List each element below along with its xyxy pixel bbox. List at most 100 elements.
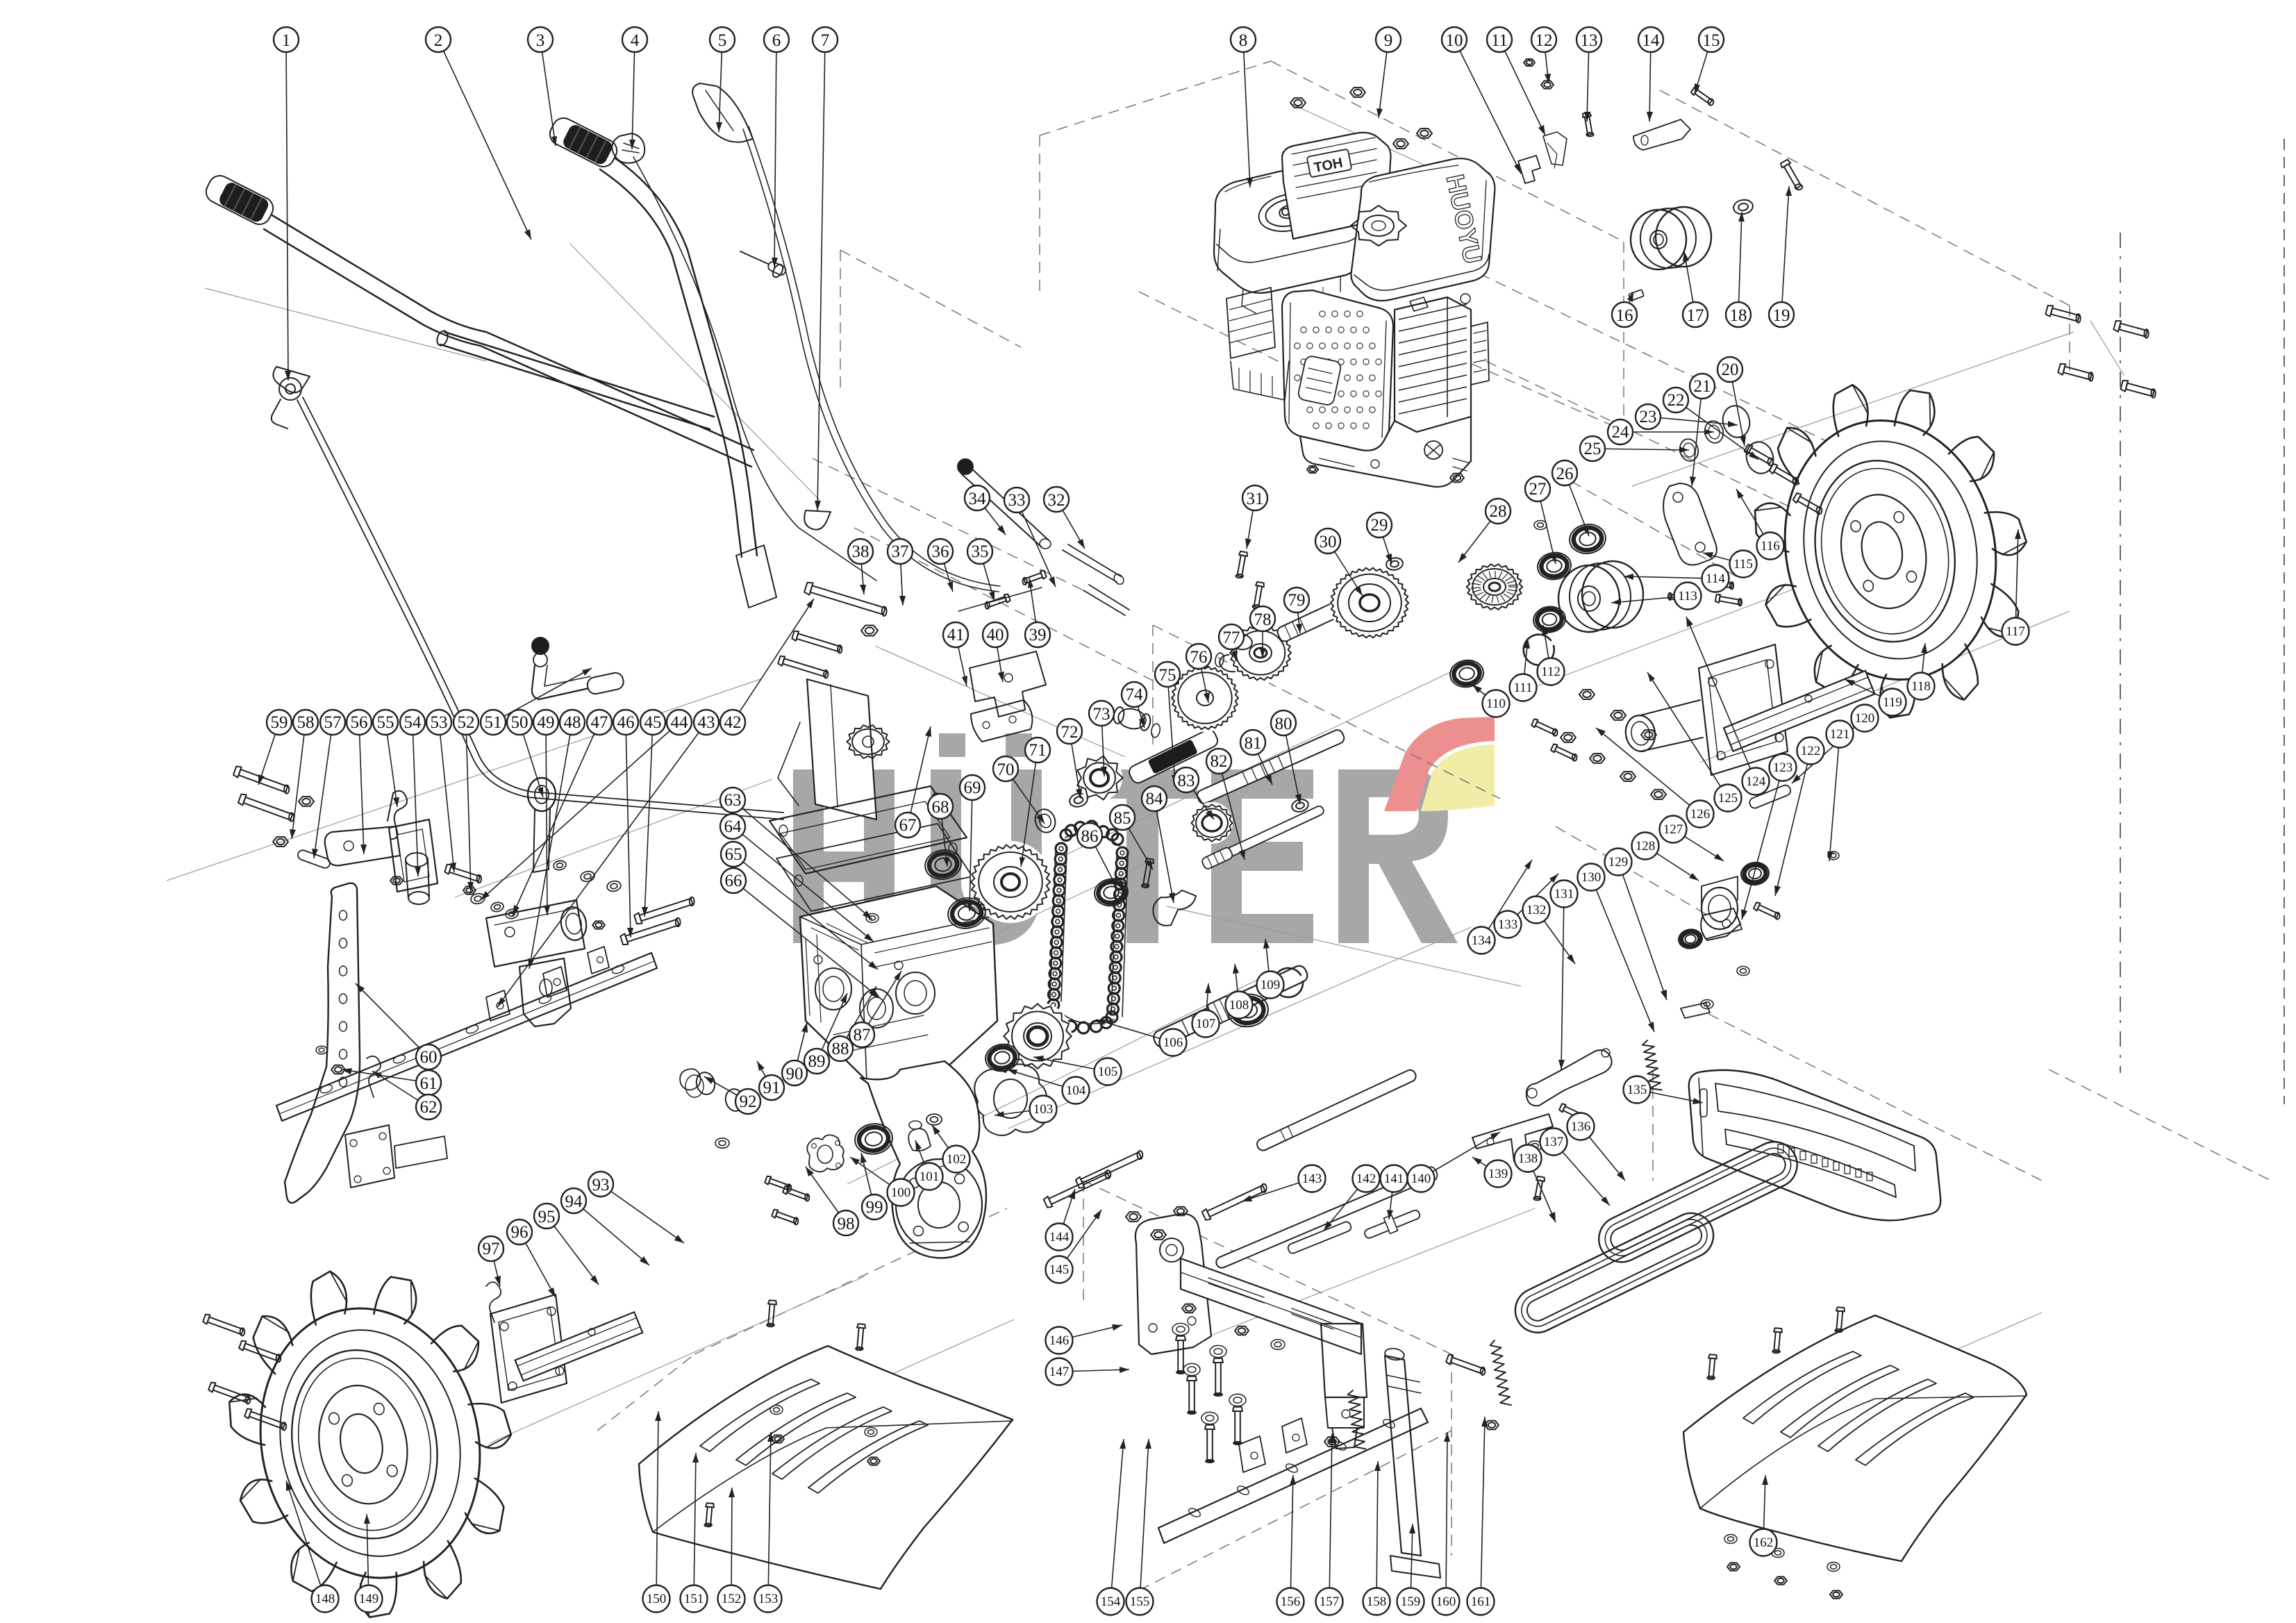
svg-text:25: 25 <box>1584 440 1602 458</box>
svg-text:89: 89 <box>808 1052 826 1071</box>
svg-text:2: 2 <box>434 31 443 50</box>
svg-text:26: 26 <box>1556 465 1574 483</box>
svg-text:78: 78 <box>1254 610 1272 629</box>
svg-text:62: 62 <box>420 1098 438 1117</box>
svg-text:77: 77 <box>1223 629 1240 647</box>
svg-text:6: 6 <box>772 31 781 50</box>
svg-text:135: 135 <box>1627 1083 1647 1097</box>
svg-text:144: 144 <box>1049 1230 1070 1245</box>
svg-text:122: 122 <box>1801 744 1821 758</box>
svg-text:68: 68 <box>932 798 949 817</box>
svg-text:149: 149 <box>359 1592 379 1606</box>
svg-text:114: 114 <box>1706 572 1725 586</box>
svg-text:64: 64 <box>724 817 742 836</box>
svg-text:106: 106 <box>1163 1035 1183 1050</box>
svg-text:59: 59 <box>271 713 288 732</box>
svg-text:55: 55 <box>377 713 394 732</box>
svg-text:12: 12 <box>1536 31 1553 50</box>
svg-text:41: 41 <box>947 626 965 644</box>
svg-text:142: 142 <box>1356 1172 1376 1186</box>
svg-text:14: 14 <box>1642 31 1661 50</box>
svg-text:98: 98 <box>838 1215 855 1233</box>
svg-text:111: 111 <box>1513 681 1532 695</box>
svg-text:49: 49 <box>538 713 555 732</box>
svg-text:83: 83 <box>1178 772 1195 790</box>
svg-text:23: 23 <box>1640 408 1657 426</box>
svg-text:112: 112 <box>1541 665 1561 679</box>
svg-text:96: 96 <box>511 1223 529 1242</box>
svg-text:118: 118 <box>1911 679 1931 694</box>
svg-text:81: 81 <box>1245 734 1262 753</box>
svg-text:162: 162 <box>1754 1535 1774 1550</box>
svg-text:143: 143 <box>1302 1172 1322 1186</box>
svg-text:151: 151 <box>684 1592 704 1606</box>
svg-text:42: 42 <box>724 713 742 732</box>
svg-text:18: 18 <box>1730 306 1747 325</box>
svg-text:70: 70 <box>997 760 1015 779</box>
svg-text:99: 99 <box>866 1198 883 1217</box>
svg-text:45: 45 <box>644 713 662 732</box>
svg-text:153: 153 <box>758 1592 779 1606</box>
svg-text:113: 113 <box>1678 589 1697 604</box>
svg-text:115: 115 <box>1733 557 1753 572</box>
svg-text:47: 47 <box>591 713 608 732</box>
svg-text:131: 131 <box>1554 887 1574 901</box>
svg-text:145: 145 <box>1049 1263 1070 1277</box>
svg-text:116: 116 <box>1761 539 1780 554</box>
svg-text:19: 19 <box>1773 306 1790 325</box>
svg-text:88: 88 <box>832 1040 849 1058</box>
svg-text:137: 137 <box>1544 1135 1564 1149</box>
svg-text:133: 133 <box>1498 917 1518 932</box>
svg-text:20: 20 <box>1722 360 1739 379</box>
svg-text:105: 105 <box>1098 1065 1118 1079</box>
svg-text:147: 147 <box>1049 1365 1070 1379</box>
svg-text:60: 60 <box>420 1048 438 1067</box>
svg-text:58: 58 <box>297 713 315 732</box>
svg-text:129: 129 <box>1608 855 1629 869</box>
svg-text:123: 123 <box>1773 760 1793 775</box>
svg-text:158: 158 <box>1367 1595 1387 1609</box>
svg-text:37: 37 <box>892 542 909 561</box>
svg-text:80: 80 <box>1275 715 1292 733</box>
svg-text:9: 9 <box>1384 31 1393 50</box>
svg-text:38: 38 <box>852 542 870 561</box>
svg-text:100: 100 <box>891 1185 911 1200</box>
svg-text:95: 95 <box>538 1208 556 1226</box>
svg-text:30: 30 <box>1320 533 1337 551</box>
svg-text:117: 117 <box>2006 624 2025 639</box>
svg-text:161: 161 <box>1471 1595 1491 1609</box>
svg-text:5: 5 <box>718 31 727 50</box>
svg-text:4: 4 <box>631 31 640 50</box>
svg-text:31: 31 <box>1247 490 1264 508</box>
svg-text:127: 127 <box>1663 822 1683 837</box>
svg-text:36: 36 <box>932 542 949 561</box>
svg-text:3: 3 <box>536 31 545 50</box>
svg-text:91: 91 <box>763 1079 781 1097</box>
svg-text:132: 132 <box>1526 903 1547 917</box>
svg-text:148: 148 <box>315 1592 335 1606</box>
svg-text:159: 159 <box>1401 1595 1421 1609</box>
svg-text:152: 152 <box>722 1592 742 1606</box>
svg-text:94: 94 <box>565 1192 583 1211</box>
svg-text:84: 84 <box>1146 790 1164 808</box>
svg-text:61: 61 <box>420 1074 438 1093</box>
svg-text:154: 154 <box>1101 1595 1121 1609</box>
svg-text:69: 69 <box>964 779 981 797</box>
svg-text:92: 92 <box>740 1092 757 1111</box>
svg-text:97: 97 <box>483 1240 500 1258</box>
svg-text:33: 33 <box>1008 491 1026 510</box>
svg-text:101: 101 <box>920 1170 940 1184</box>
svg-text:104: 104 <box>1066 1083 1086 1098</box>
svg-text:48: 48 <box>564 713 581 732</box>
svg-text:56: 56 <box>351 713 368 732</box>
svg-text:32: 32 <box>1048 491 1065 510</box>
svg-text:72: 72 <box>1061 723 1079 742</box>
svg-text:141: 141 <box>1384 1172 1404 1186</box>
svg-text:21: 21 <box>1694 377 1711 396</box>
svg-text:29: 29 <box>1371 516 1388 535</box>
svg-text:13: 13 <box>1581 31 1598 50</box>
svg-text:128: 128 <box>1636 839 1656 854</box>
svg-text:160: 160 <box>1436 1595 1456 1609</box>
svg-text:103: 103 <box>1033 1102 1054 1117</box>
svg-text:10: 10 <box>1446 31 1463 50</box>
